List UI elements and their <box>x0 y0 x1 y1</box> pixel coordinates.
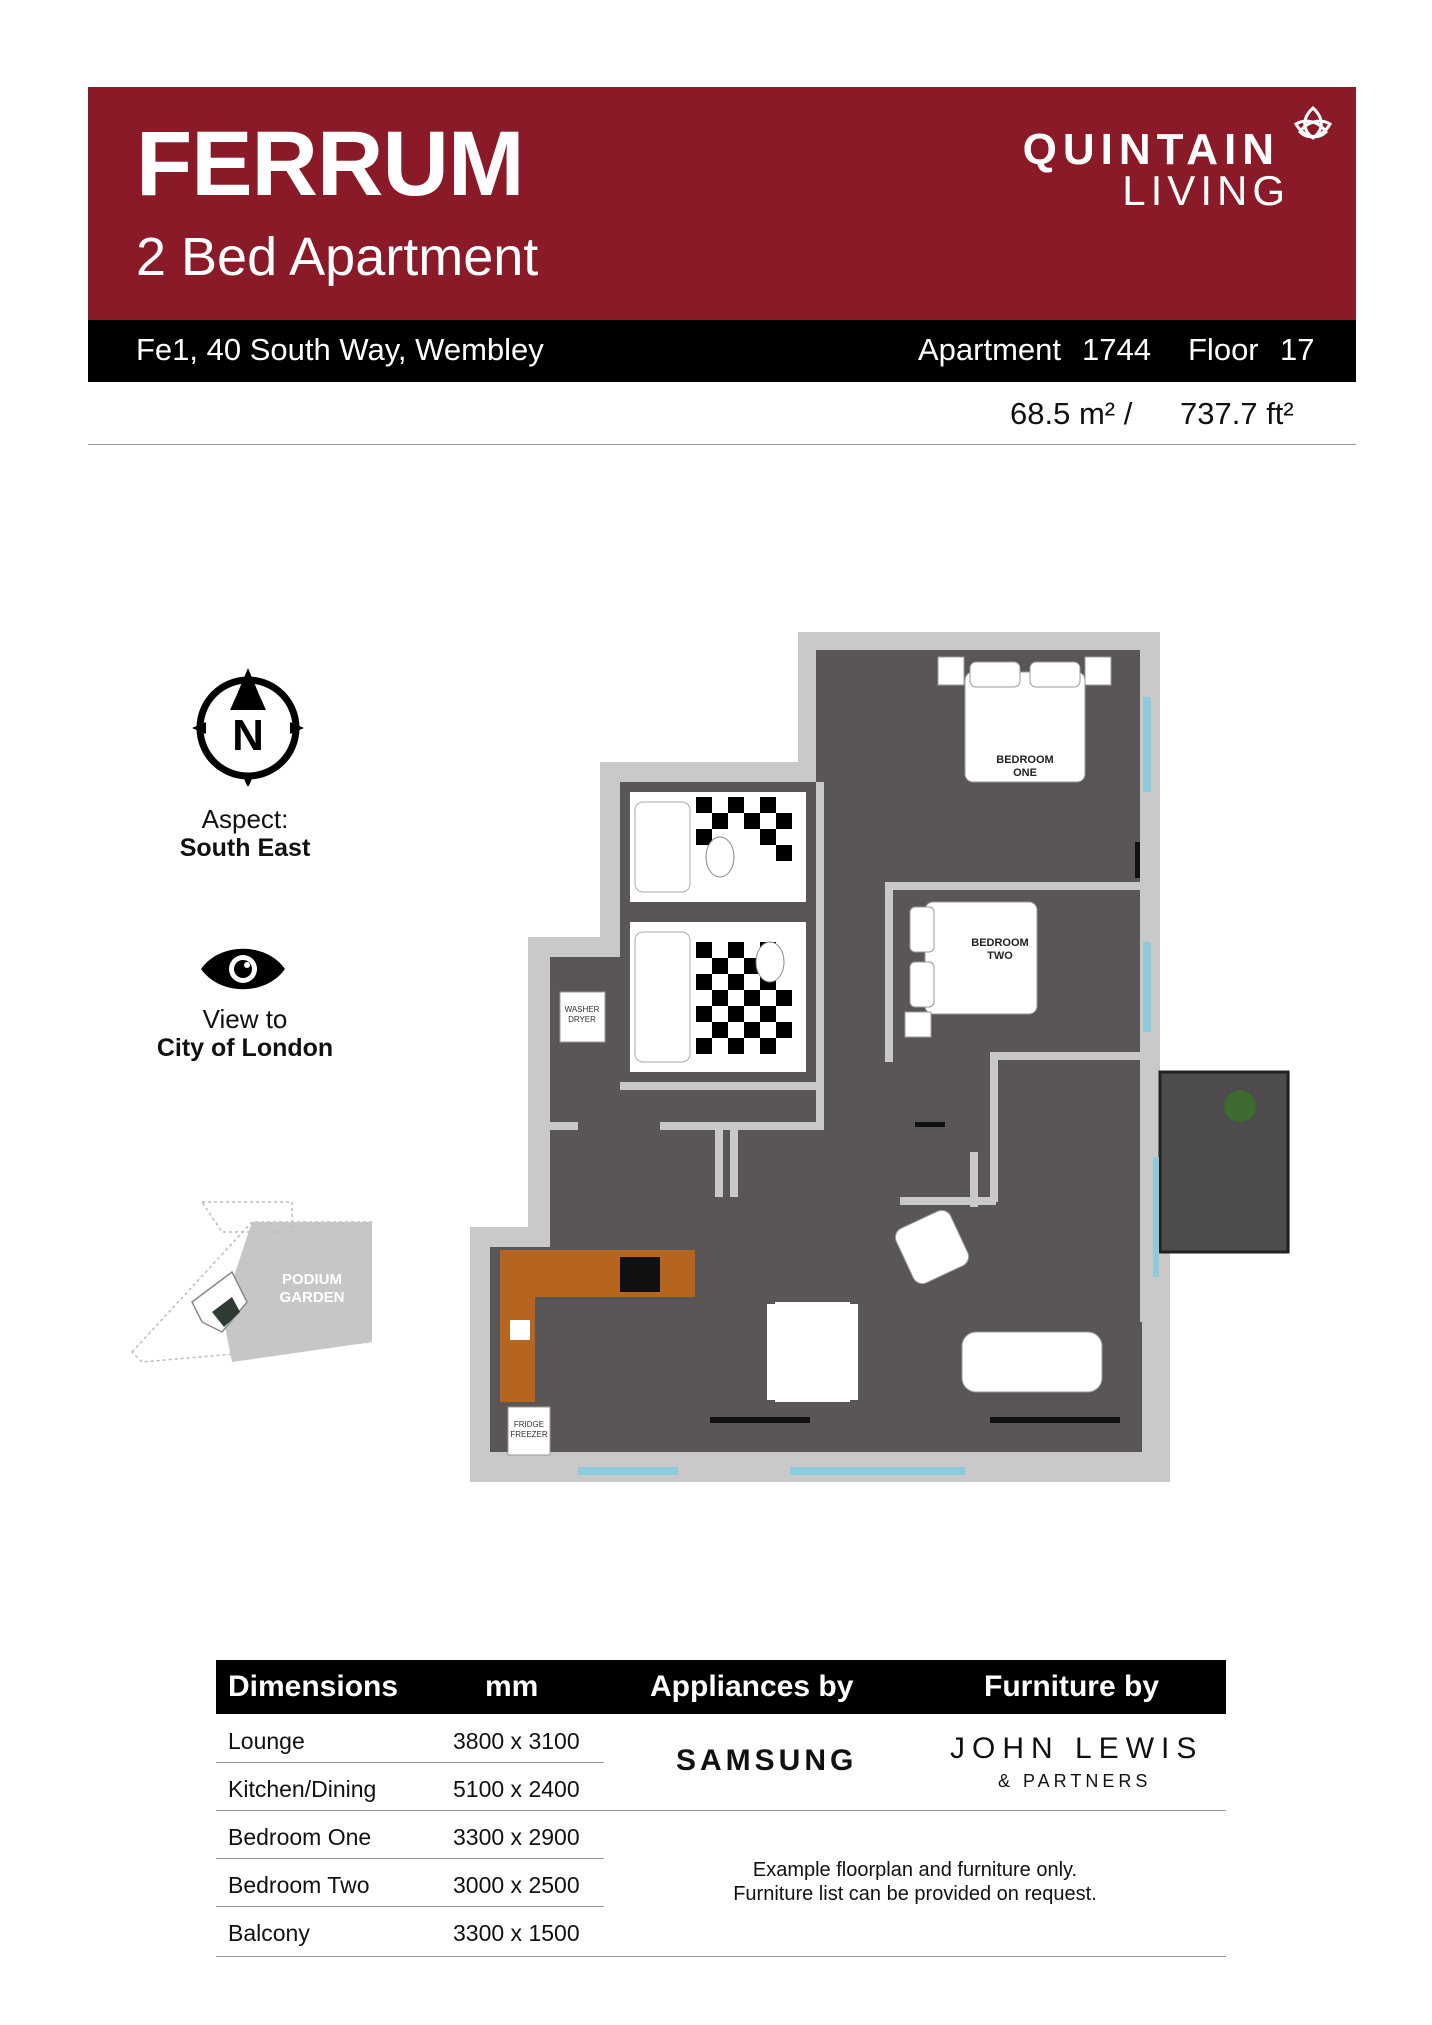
table-header <box>216 1660 1226 1714</box>
building-name: FERRUM <box>136 113 525 215</box>
john-lewis-logo: JOHN LEWIS <box>950 1732 1204 1765</box>
fridge-label-1: FRIDGE <box>514 1420 544 1429</box>
col-mm: mm <box>485 1670 539 1703</box>
bedroom-two-label-1: BEDROOM <box>971 937 1028 949</box>
disclaimer-line2: Furniture list can be provided on reques… <box>733 1883 1097 1905</box>
divider <box>604 1810 1226 1811</box>
row-divider <box>216 1906 604 1907</box>
divider <box>88 444 1356 445</box>
disclaimer-line1: Example floorplan and furniture only. <box>752 1859 1078 1881</box>
view-label: View to <box>202 1004 288 1034</box>
col-furniture: Furniture by <box>984 1670 1160 1703</box>
aspect-label: Aspect: <box>201 804 289 834</box>
site-label-line1: PODIUM <box>282 1271 342 1288</box>
row-room: Kitchen/Dining <box>228 1776 377 1802</box>
site-key-plan: PODIUM GARDEN <box>130 1201 372 1363</box>
view-value: City of London <box>156 1034 334 1062</box>
fridge-label-2: FREEZER <box>510 1430 548 1439</box>
col-appliances: Appliances by <box>650 1670 854 1703</box>
john-lewis-partners: & PARTNERS <box>998 1771 1152 1791</box>
quintain-logo-icon <box>1293 105 1333 140</box>
floor-plan: BEDROOM ONE BEDROOM TWO WASHER DRYER FRI… <box>470 632 1290 1482</box>
logo-text-living: LIVING <box>1122 167 1290 214</box>
apartment-label: Apartment <box>918 332 1062 367</box>
washer-label-1: WASHER <box>565 1005 600 1014</box>
row-room: Lounge <box>228 1728 305 1754</box>
header-banner <box>88 87 1356 320</box>
row-room: Balcony <box>228 1920 310 1946</box>
bedroom-one-label-2: ONE <box>1013 767 1037 779</box>
row-size: 3300 x 1500 <box>453 1920 580 1946</box>
row-divider <box>216 1810 604 1811</box>
eye-icon <box>201 948 285 990</box>
row-divider <box>216 1762 604 1763</box>
area-square-metres: 68.5 m² / <box>1010 396 1133 431</box>
row-room: Bedroom Two <box>228 1872 370 1898</box>
samsung-logo: SAMSUNG <box>676 1744 858 1777</box>
compass-letter: N <box>232 711 264 760</box>
compass-icon: N <box>192 668 304 786</box>
row-divider <box>216 1956 604 1957</box>
row-size: 3300 x 2900 <box>453 1824 580 1850</box>
address-bar <box>88 320 1356 382</box>
row-divider <box>216 1858 604 1859</box>
aspect-value: South East <box>179 834 311 862</box>
floor-label: Floor <box>1188 332 1259 367</box>
apartment-type: 2 Bed Apartment <box>136 227 539 287</box>
washer-label-2: DRYER <box>568 1015 596 1024</box>
bedroom-two-label-2: TWO <box>987 950 1013 962</box>
divider <box>604 1956 1226 1957</box>
logo-text-quintain: QUINTAIN <box>1022 125 1280 174</box>
address: Fe1, 40 South Way, Wembley <box>136 332 544 367</box>
row-size: 5100 x 2400 <box>453 1776 580 1802</box>
area-square-feet: 737.7 ft² <box>1180 396 1294 431</box>
col-dimensions: Dimensions <box>228 1670 399 1703</box>
floor-number: 17 <box>1280 332 1315 367</box>
site-label-line2: GARDEN <box>279 1289 344 1306</box>
apartment-number: 1744 <box>1082 332 1151 367</box>
row-room: Bedroom One <box>228 1824 372 1850</box>
row-size: 3800 x 3100 <box>453 1728 580 1754</box>
row-size: 3000 x 2500 <box>453 1872 580 1898</box>
bedroom-one-label-1: BEDROOM <box>996 754 1053 766</box>
